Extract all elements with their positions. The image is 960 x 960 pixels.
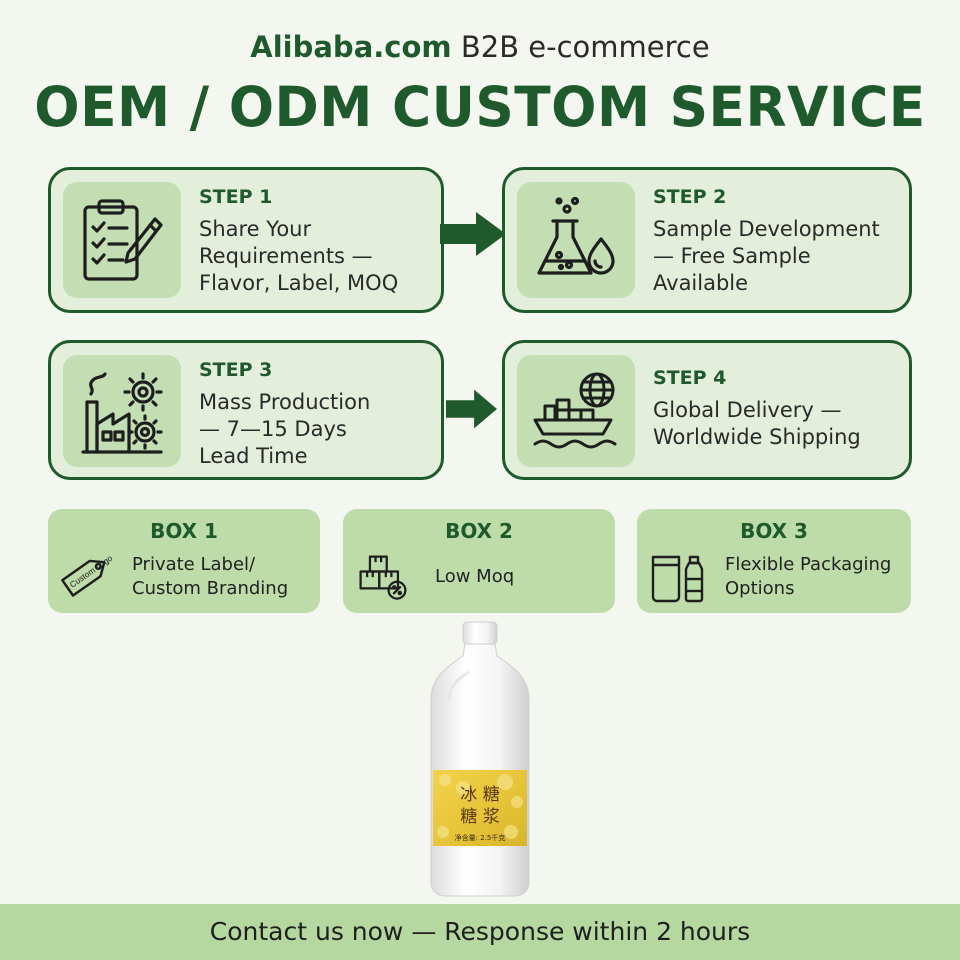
flask-droplet-icon <box>537 196 615 275</box>
net-content: 净含量: 2.5千克 <box>455 833 506 842</box>
arrow-right-icon <box>446 389 497 429</box>
step-card-2: STEP 2 Sample Development — Free Sample … <box>502 167 912 313</box>
step-description: Share Your Requirements — Flavor, Label,… <box>199 217 399 295</box>
step-text: STEP 2 Sample Development — Free Sample … <box>653 184 913 297</box>
step-label: STEP 2 <box>653 186 727 208</box>
step-icon-tile <box>517 182 635 298</box>
box-label: BOX 1 <box>150 519 218 543</box>
subtitle: B2B e-commerce <box>460 30 710 64</box>
feature-box-3: BOX 3 Flexible Packaging Options <box>637 509 911 613</box>
feature-box-2: BOX 2 Low Moq <box>343 509 615 613</box>
box-label: BOX 2 <box>445 519 513 543</box>
step-card-3: STEP 3 Mass Production — 7—15 Days Lead … <box>48 340 444 480</box>
product-bottle-image: 冰 糖 糖 浆 净含量: 2.5千克 <box>430 621 530 897</box>
brand-name: Alibaba.com <box>250 30 452 64</box>
feature-box-1: BOX 1 Custom Logo Private Label/ Custom … <box>48 509 320 613</box>
step-card-4: STEP 4 Global Delivery — Worldwide Shipp… <box>502 340 912 480</box>
clipboard-checklist-icon <box>83 199 163 281</box>
subtitle-line: Alibaba.com B2B e-commerce <box>0 22 960 72</box>
cargo-ship-globe-icon <box>533 372 617 449</box>
pouch-bottle-icon <box>651 555 704 603</box>
custom-logo-tag-icon: Custom Logo <box>61 553 114 597</box>
page-title: OEM / ODM CUSTOM SERVICE <box>34 75 926 139</box>
step-icon-tile <box>517 355 635 467</box>
header: Alibaba.com B2B e-commerce OEM / ODM CUS… <box>0 22 960 142</box>
step-label: STEP 3 <box>199 359 273 381</box>
footer-banner: Contact us now — Response within 2 hours <box>0 904 960 960</box>
box-description: Private Label/ Custom Branding <box>132 554 289 599</box>
step-card-1: STEP 1 Share Your Requirements — Flavor,… <box>48 167 444 313</box>
step-text: STEP 3 Mass Production — 7—15 Days Lead … <box>199 357 449 470</box>
step-icon-tile <box>63 355 181 467</box>
stacked-boxes-percent-icon <box>359 555 407 600</box>
step-icon-tile <box>63 182 181 298</box>
step-description: Mass Production — 7—15 Days Lead Time <box>199 390 371 468</box>
step-description: Global Delivery — Worldwide Shipping <box>653 398 861 449</box>
step-label: STEP 1 <box>199 186 273 208</box>
step-text: STEP 4 Global Delivery — Worldwide Shipp… <box>653 365 913 451</box>
box-description: Flexible Packaging Options <box>725 554 892 599</box>
arrow-right-icon <box>440 212 506 256</box>
label-line-2: 糖 浆 <box>460 807 499 827</box>
box-description: Low Moq <box>435 566 515 587</box>
label-line-1: 冰 糖 <box>460 785 499 805</box>
box-label: BOX 3 <box>740 519 808 543</box>
footer-text: Contact us now — Response within 2 hours <box>209 917 751 946</box>
step-description: Sample Development — Free Sample Availab… <box>653 217 880 295</box>
factory-gears-icon <box>81 372 163 454</box>
step-label: STEP 4 <box>653 367 727 389</box>
step-text: STEP 1 Share Your Requirements — Flavor,… <box>199 184 449 297</box>
